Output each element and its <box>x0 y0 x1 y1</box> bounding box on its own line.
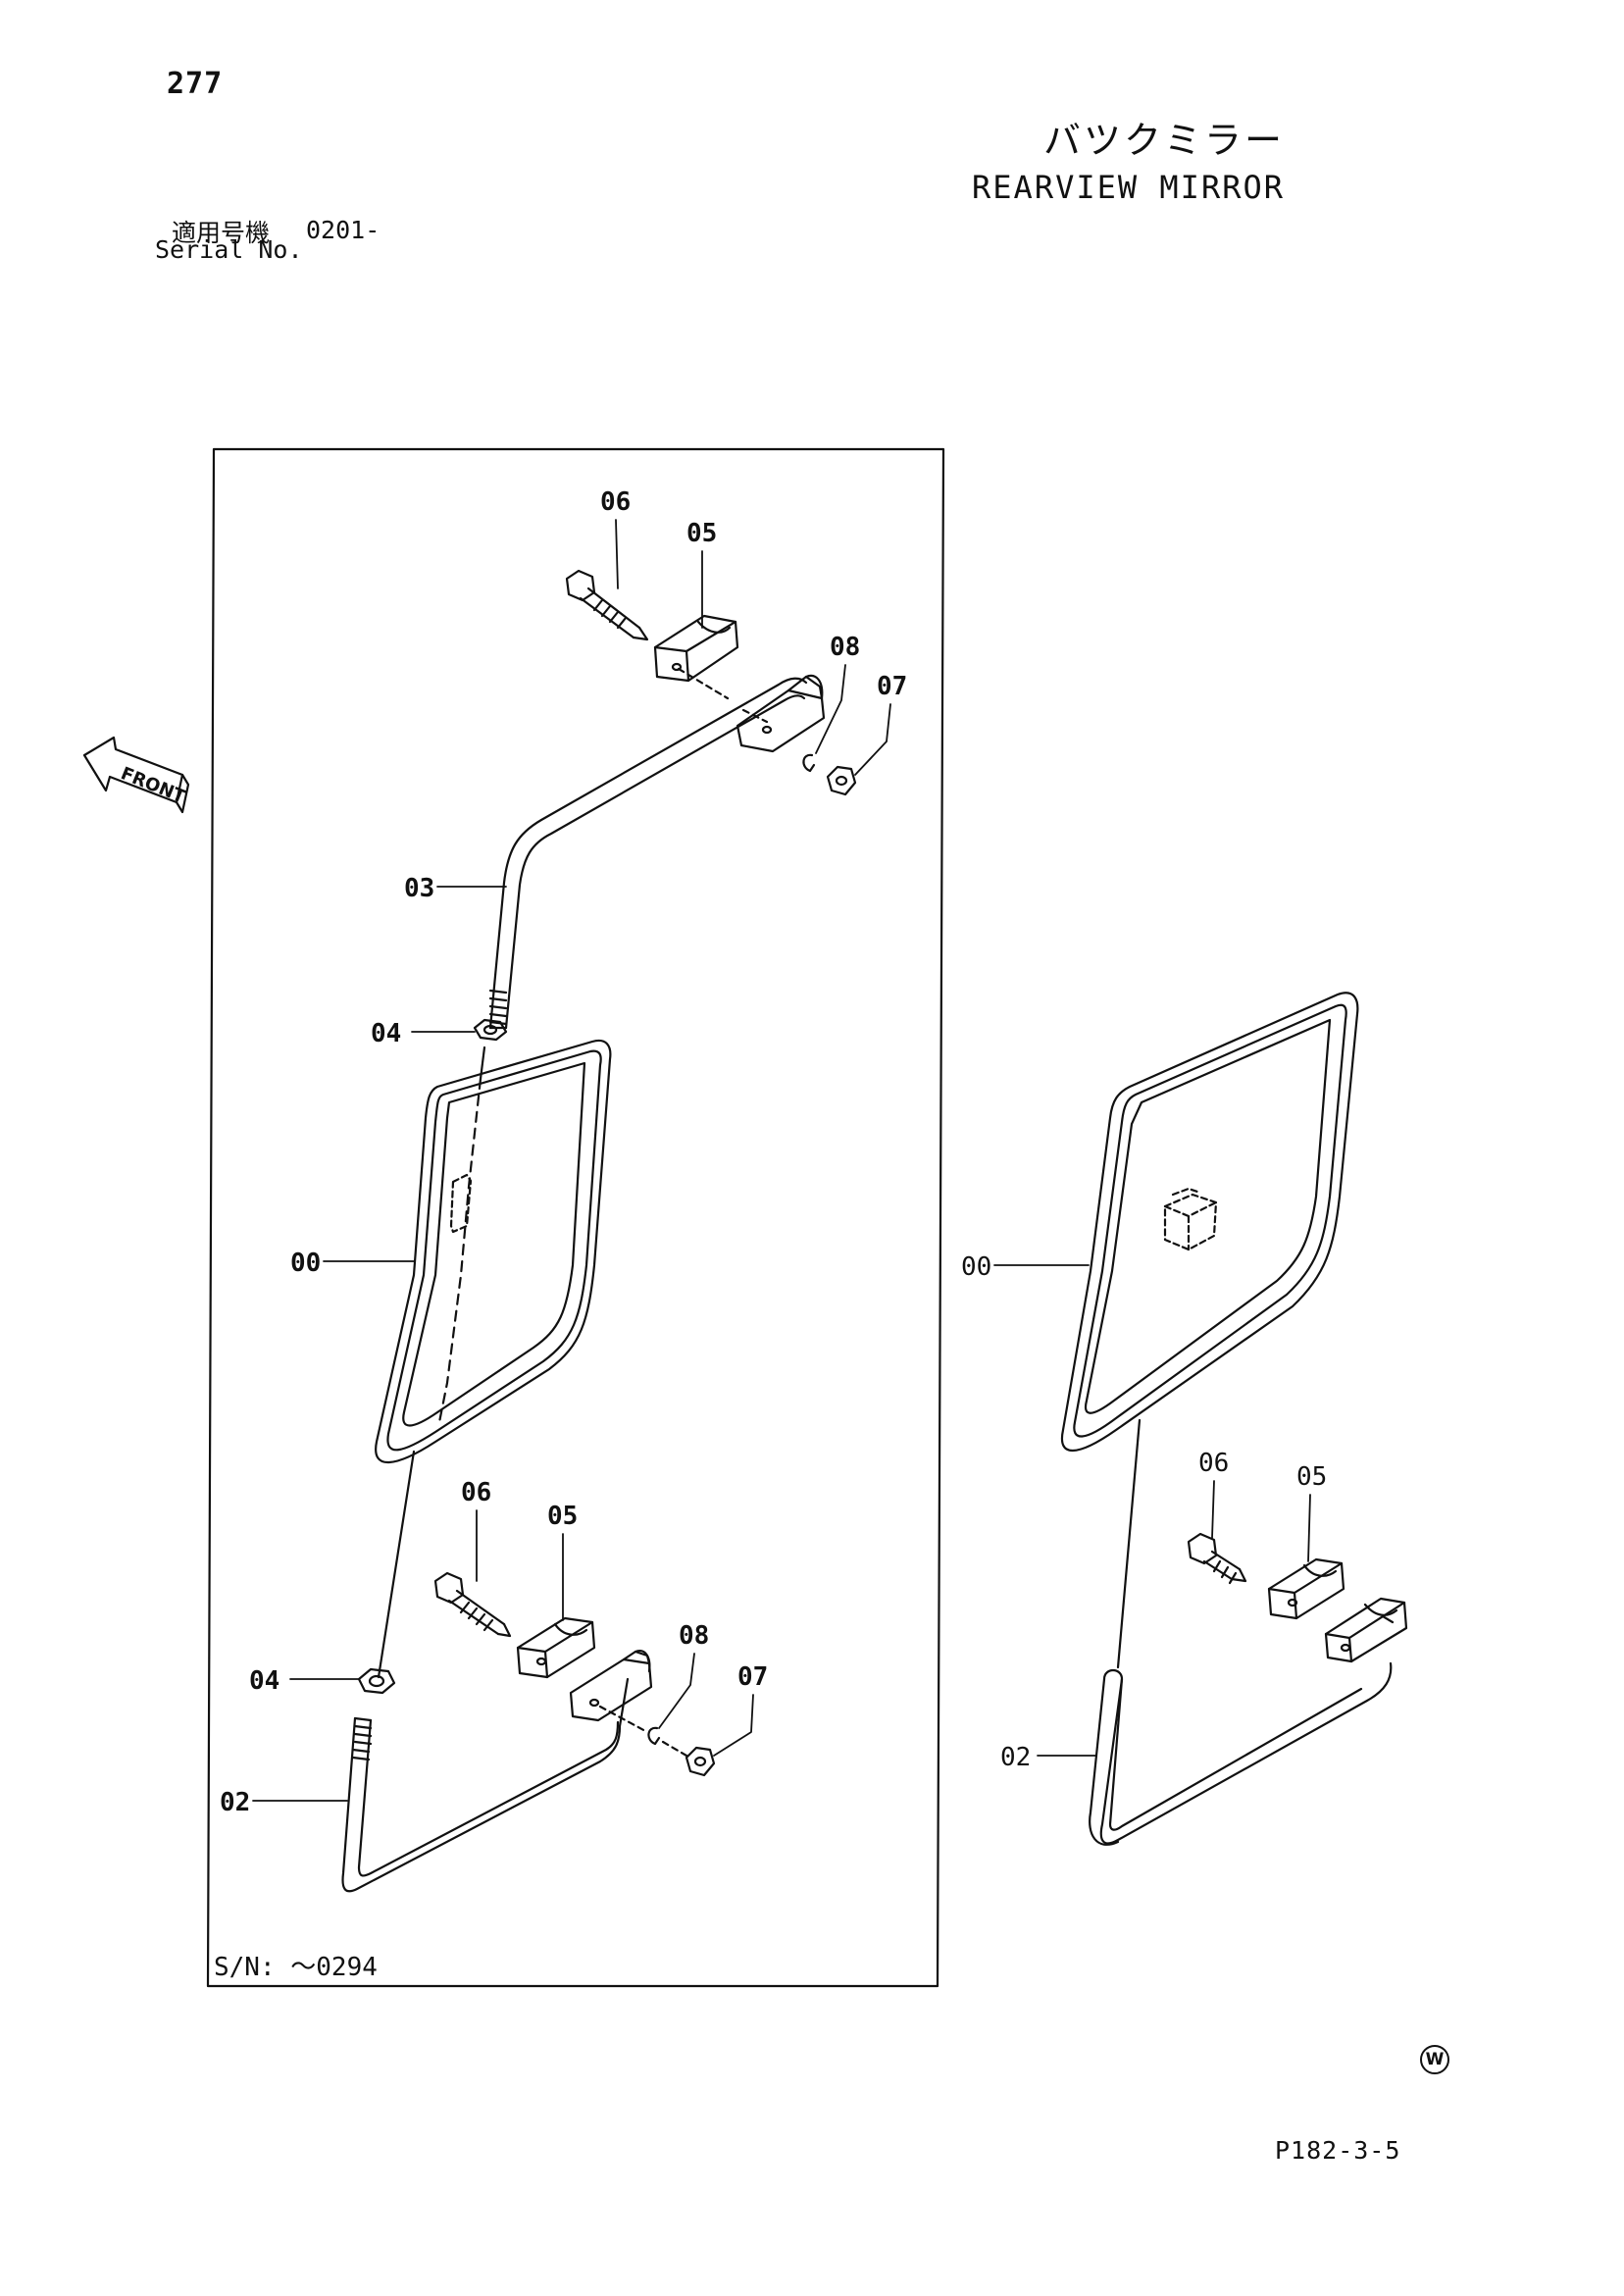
leader-08-lower <box>658 1653 695 1729</box>
serial-number-note: S/N: ～0294 <box>214 1953 378 1982</box>
callout-06-upper: 06 <box>600 487 631 517</box>
callout-08-lower: 08 <box>679 1621 709 1651</box>
front-marker-label: FRONT <box>118 763 188 808</box>
leader-06-upper <box>615 519 619 589</box>
callout-03: 03 <box>404 874 434 903</box>
serial-label: Serial No. <box>155 235 303 264</box>
callout-04-upper: 04 <box>371 1019 401 1048</box>
right-clamp-05 <box>1267 1557 1345 1620</box>
upper-stay-03 <box>488 677 808 1030</box>
leader-08-upper <box>815 664 846 754</box>
callout-08-upper: 08 <box>830 633 860 662</box>
page-title-japanese: バツクミラー <box>1042 119 1285 162</box>
right-mirror-00 <box>1060 992 1359 1453</box>
lower-washer-08 <box>647 1726 661 1746</box>
lower-stay-02 <box>341 1677 630 1893</box>
lower-leader-clamp-nut <box>598 1705 688 1758</box>
callout-02-right: 02 <box>1000 1743 1031 1772</box>
page-title: REARVIEW MIRROR <box>972 169 1285 206</box>
front-arrow-icon <box>82 736 190 814</box>
page-number: 277 <box>167 67 224 101</box>
lower-clamp-05 <box>516 1616 596 1679</box>
diagram-frame <box>206 447 945 1988</box>
callout-04-lower: 04 <box>249 1666 279 1696</box>
callout-05-lower: 05 <box>547 1502 578 1531</box>
callout-02-left: 02 <box>220 1788 250 1817</box>
w-circle-icon: W <box>1420 2045 1449 2074</box>
lower-nut-04 <box>357 1667 396 1695</box>
serial-label-japanese: 適用号機 <box>172 219 271 247</box>
callout-07-upper: 07 <box>877 672 907 701</box>
lower-leader-mirror-nut <box>377 1450 416 1679</box>
lower-nut-07 <box>685 1746 716 1777</box>
leader-06-right <box>1211 1480 1215 1539</box>
upper-bolt-06 <box>565 569 649 641</box>
right-stay-02 <box>1089 1661 1393 1846</box>
callout-05-right: 05 <box>1296 1462 1327 1492</box>
upper-washer-08 <box>802 753 816 773</box>
drawing-code: P182-3-5 <box>1275 2136 1401 2165</box>
leader-07-upper <box>854 703 891 776</box>
callout-05-upper: 05 <box>686 519 717 548</box>
leader-05-right <box>1307 1494 1311 1562</box>
right-stay-clamp <box>1324 1597 1408 1663</box>
serial-number-range: 0201- <box>306 216 381 244</box>
leader-07-lower <box>713 1694 754 1757</box>
lower-bolt-06 <box>433 1571 512 1638</box>
right-bolt-06 <box>1187 1532 1247 1585</box>
right-leader-mirror-stay <box>1116 1418 1142 1669</box>
callout-06-right: 06 <box>1198 1449 1229 1478</box>
upper-stay-clamp <box>736 674 826 753</box>
callout-00-right: 00 <box>961 1252 991 1282</box>
upper-clamp-05 <box>653 614 739 683</box>
upper-nut-07 <box>826 765 857 796</box>
left-mirror-00 <box>375 1039 612 1464</box>
callout-00-left: 00 <box>290 1249 321 1278</box>
lower-stay-clamp <box>569 1650 653 1722</box>
mirror-mount-block-icon <box>1163 1187 1218 1251</box>
callout-06-lower: 06 <box>461 1478 491 1507</box>
callout-07-lower: 07 <box>737 1662 768 1692</box>
